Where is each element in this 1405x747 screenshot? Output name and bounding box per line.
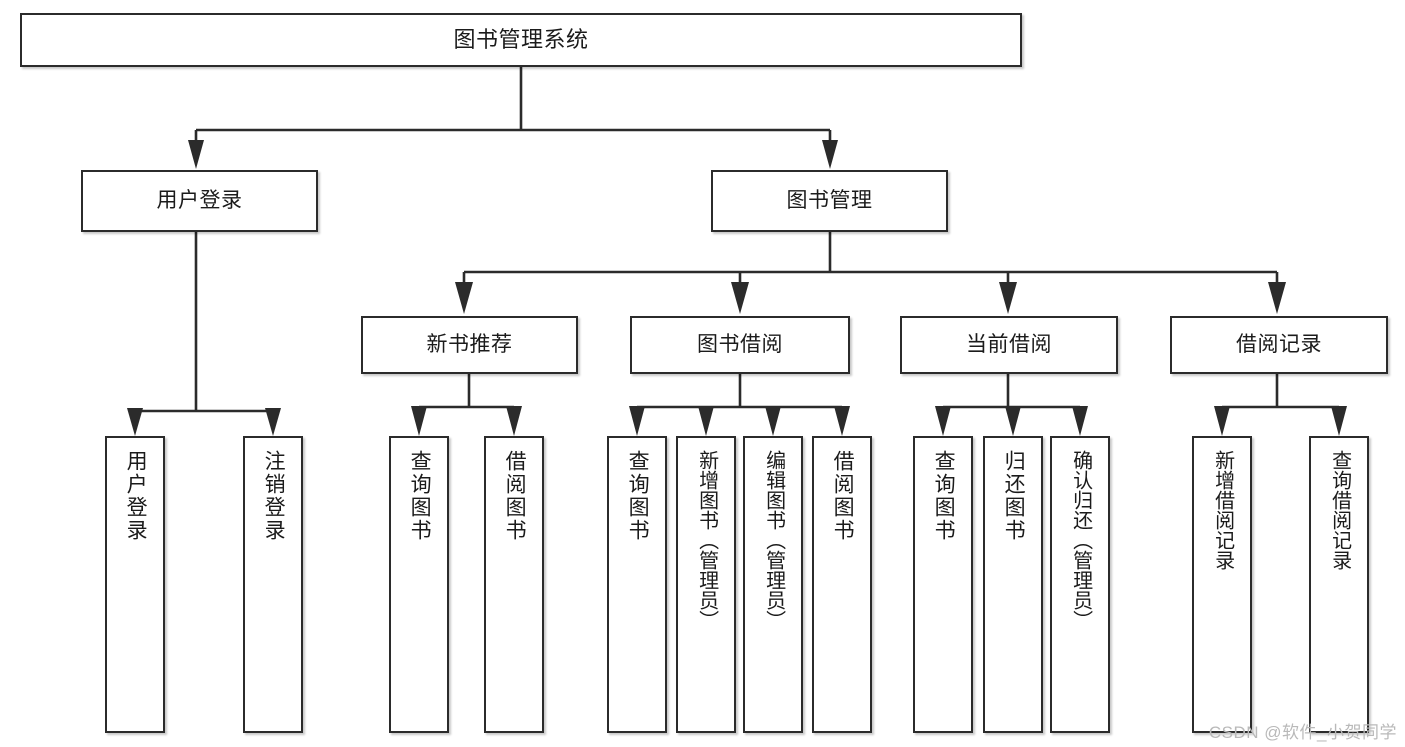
node-leaf-query-book-2[interactable]: 查询图书 xyxy=(607,436,667,733)
node-label: 查询图书 xyxy=(408,450,432,542)
node-label: 图书借阅 xyxy=(697,333,783,357)
node-root-book-management-system[interactable]: 图书管理系统 xyxy=(20,13,1022,67)
arrow-head-leaf-borrow-book-1 xyxy=(506,406,522,436)
node-label: 查询图书 xyxy=(932,450,956,542)
arrow-head-current-borrow xyxy=(999,282,1017,314)
arrow-head-leaf-add-record xyxy=(1214,406,1230,436)
node-leaf-user-login[interactable]: 用户登录 xyxy=(105,436,165,733)
node-user-login[interactable]: 用户登录 xyxy=(81,170,318,232)
node-label: 用户登录 xyxy=(156,189,243,213)
node-leaf-add-book-admin[interactable]: 新增图书（管理员） xyxy=(676,436,736,733)
node-label: 编辑图书（管理员） xyxy=(762,450,785,630)
arrow-head-leaf-user-login xyxy=(127,408,143,436)
node-leaf-return-book[interactable]: 归还图书 xyxy=(983,436,1043,733)
node-leaf-query-book-1[interactable]: 查询图书 xyxy=(389,436,449,733)
node-label: 图书管理系统 xyxy=(453,26,589,52)
node-leaf-borrow-book-1[interactable]: 借阅图书 xyxy=(484,436,544,733)
arrow-head-new-book-recommend xyxy=(455,282,473,314)
node-label: 借阅图书 xyxy=(503,450,527,542)
arrow-head-leaf-edit-book xyxy=(765,406,781,436)
node-label: 新书推荐 xyxy=(426,333,513,357)
node-label: 查询借阅记录 xyxy=(1328,450,1351,570)
arrow-head-user-login xyxy=(188,140,204,169)
arrow-head-leaf-return-book xyxy=(1005,406,1021,436)
csdn-watermark: CSDN @软件_小贺同学 xyxy=(1208,723,1397,742)
arrow-head-leaf-borrow-book-2 xyxy=(834,406,850,436)
node-book-management[interactable]: 图书管理 xyxy=(711,170,948,232)
node-label: 借阅图书 xyxy=(831,450,855,542)
node-leaf-confirm-return-admin[interactable]: 确认归还（管理员） xyxy=(1050,436,1110,733)
node-leaf-add-borrow-record[interactable]: 新增借阅记录 xyxy=(1192,436,1252,733)
node-leaf-borrow-book-2[interactable]: 借阅图书 xyxy=(812,436,872,733)
arrow-head-book-management xyxy=(822,140,838,169)
arrow-head-leaf-query-book-1 xyxy=(411,406,427,436)
node-leaf-logout-login[interactable]: 注销登录 xyxy=(243,436,303,733)
node-book-borrow[interactable]: 图书借阅 xyxy=(630,316,850,374)
node-label: 新增借阅记录 xyxy=(1211,450,1234,570)
node-current-borrow[interactable]: 当前借阅 xyxy=(900,316,1118,374)
arrow-head-leaf-logout-login xyxy=(265,408,281,436)
arrow-head-leaf-query-book-3 xyxy=(935,406,951,436)
node-leaf-query-book-3[interactable]: 查询图书 xyxy=(913,436,973,733)
node-label: 新增图书（管理员） xyxy=(695,450,718,630)
node-label: 查询图书 xyxy=(626,450,650,542)
node-label: 借阅记录 xyxy=(1236,333,1322,357)
node-label: 注销登录 xyxy=(262,450,286,542)
arrow-head-leaf-query-record xyxy=(1331,406,1347,436)
node-leaf-query-borrow-record[interactable]: 查询借阅记录 xyxy=(1309,436,1369,733)
arrow-head-borrow-record xyxy=(1268,282,1286,314)
arrow-head-leaf-query-book-2 xyxy=(629,406,645,436)
node-leaf-edit-book-admin[interactable]: 编辑图书（管理员） xyxy=(743,436,803,733)
node-borrow-record[interactable]: 借阅记录 xyxy=(1170,316,1388,374)
arrow-head-leaf-confirm-return xyxy=(1072,406,1088,436)
node-label: 确认归还（管理员） xyxy=(1069,450,1092,630)
node-label: 当前借阅 xyxy=(966,333,1052,357)
node-new-book-recommend[interactable]: 新书推荐 xyxy=(361,316,578,374)
node-label: 归还图书 xyxy=(1002,450,1026,542)
node-label: 图书管理 xyxy=(786,189,873,213)
arrow-head-book-borrow xyxy=(731,282,749,314)
arrow-head-leaf-add-book xyxy=(698,406,714,436)
node-label: 用户登录 xyxy=(124,450,148,542)
